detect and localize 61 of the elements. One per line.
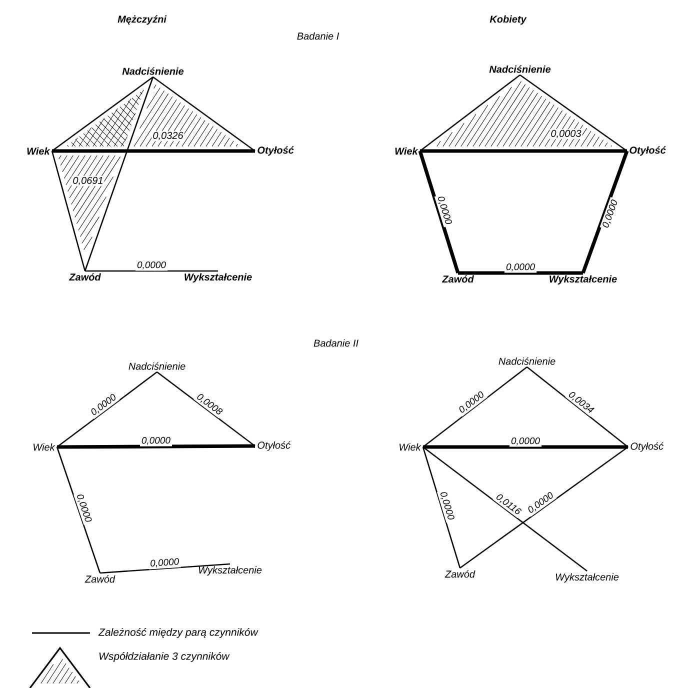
factor-label: Wiek <box>400 443 422 451</box>
connector-line <box>52 149 255 153</box>
factor-label: Zawód <box>84 575 116 583</box>
connector-line <box>420 74 520 152</box>
connector-line <box>420 149 627 153</box>
connector-line <box>85 270 218 272</box>
connector-line <box>581 150 629 274</box>
connector-line <box>520 74 628 152</box>
edge-label: 0,0000 <box>434 193 454 228</box>
panel-heading: Mężczyźni <box>118 15 167 25</box>
study-label: Badanie II <box>314 339 358 347</box>
connector-line <box>51 150 86 272</box>
factor-label: Wiek <box>34 443 56 451</box>
factor-label: Otyłość <box>258 441 290 451</box>
factor-label: Wykształcenie <box>198 566 262 576</box>
factor-label: Wiek <box>395 147 418 155</box>
factor-label: Zawód <box>444 570 476 578</box>
connector-line <box>460 446 628 569</box>
triangle-value: 0,0003 <box>550 128 582 140</box>
study-label: Badanie I <box>297 32 339 40</box>
legend-text: Zależność między parą czynników <box>98 628 258 638</box>
factor-label: Nadciśnienie <box>122 67 184 75</box>
connector-line <box>56 446 101 574</box>
connector-line <box>422 366 528 448</box>
factor-label: Zawód <box>442 275 474 283</box>
factor-label: Wykształcenie <box>184 273 252 283</box>
edge-label: 0,0000 <box>140 435 172 446</box>
connector-line <box>418 150 460 274</box>
connector-line <box>423 445 628 449</box>
factor-label: Wykształcenie <box>556 573 619 583</box>
factor-label: Nadciśnienie <box>489 65 551 73</box>
connector-line <box>422 446 588 572</box>
factor-label: Zawód <box>68 273 102 281</box>
edge-label: 0,0000 <box>600 197 621 231</box>
connector-line <box>56 371 158 448</box>
factor-label: Otyłość <box>258 146 294 156</box>
triangle-value: 0,0691 <box>72 176 104 186</box>
edge-label: 0,0000 <box>74 491 94 526</box>
connector-line <box>84 76 154 272</box>
connector-line <box>422 446 461 568</box>
edge-label: 0,0000 <box>437 488 457 523</box>
factor-label: Otyłość <box>630 442 664 452</box>
connector-line <box>526 366 628 448</box>
connector-line <box>156 371 256 447</box>
edge-label: 0,0000 <box>148 556 181 570</box>
factor-label: Nadciśnienie <box>498 357 556 365</box>
triangle-value: 0,0326 <box>152 130 184 142</box>
connector-line <box>57 444 256 449</box>
legend-text: Współdziałanie 3 czynników <box>99 652 230 662</box>
edge-label: 0,0000 <box>135 260 168 271</box>
connector-line <box>152 76 256 152</box>
factor-label: Wiek <box>27 147 50 155</box>
factor-label: Nadciśnienie <box>128 362 186 370</box>
connector-line <box>100 563 230 574</box>
factor-label: Wykształcenie <box>550 275 617 285</box>
edge-label: 0,0000 <box>504 262 537 273</box>
connector-line <box>458 271 583 275</box>
edge-label: 0,0000 <box>509 436 542 447</box>
factor-label: Otyłość <box>630 146 666 156</box>
panel-heading: Kobiety <box>490 15 527 25</box>
connector-line <box>52 76 154 152</box>
